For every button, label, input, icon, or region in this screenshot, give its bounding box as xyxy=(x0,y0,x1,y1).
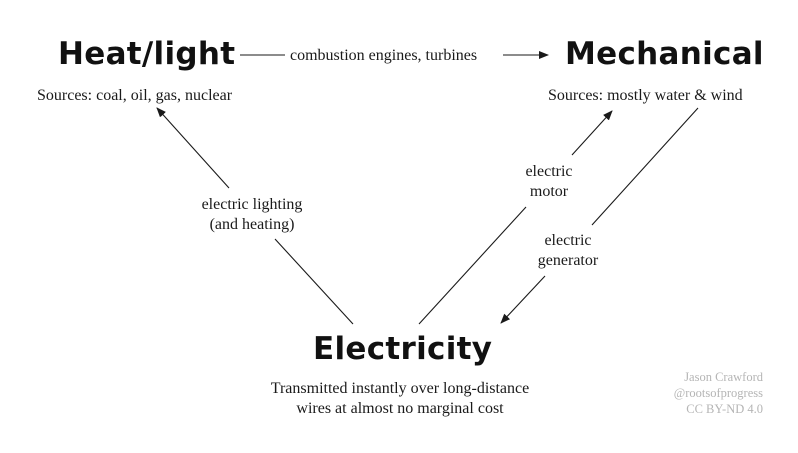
edge-label-motor-line2: motor xyxy=(529,183,569,200)
node-electricity-subtitle: Transmitted instantly over long-distance… xyxy=(220,379,580,419)
edge-label-motor: electric motor xyxy=(509,162,589,202)
edge-label-generator-line2: generator xyxy=(537,252,599,269)
arrow-lighting-lower-segment xyxy=(274,238,354,325)
credit-block: Jason Crawford @rootsofprogress CC BY-ND… xyxy=(674,369,763,417)
node-mechanical-title: Mechanical xyxy=(565,36,764,72)
edge-label-lighting-line2: (and heating) xyxy=(209,216,295,233)
edge-label-lighting-line1: electric lighting xyxy=(201,196,303,213)
credit-author: Jason Crawford xyxy=(684,370,763,384)
node-heat-light-title: Heat/light xyxy=(58,36,236,72)
node-mechanical-subtitle: Sources: mostly water & wind xyxy=(548,87,743,104)
edge-label-motor-line1: electric xyxy=(525,163,573,180)
edge-label-lighting: electric lighting (and heating) xyxy=(182,195,322,235)
node-electricity-title: Electricity xyxy=(313,331,493,367)
edge-label-generator-line1: electric xyxy=(544,232,592,249)
node-electricity-subtitle-line2: wires at almost no marginal cost xyxy=(296,400,504,417)
arrow-lighting-upper-segment xyxy=(156,107,230,189)
arrow-generator-lower-segment xyxy=(500,275,546,324)
node-heat-light-subtitle: Sources: coal, oil, gas, nuclear xyxy=(37,87,233,104)
arrow-motor-lower-segment xyxy=(418,206,527,325)
arrow-motor-upper-segment xyxy=(571,110,613,156)
edge-label-combustion: combustion engines, turbines xyxy=(290,47,478,64)
node-electricity-subtitle-line1: Transmitted instantly over long-distance xyxy=(270,380,530,397)
credit-handle: @rootsofprogress xyxy=(673,386,763,400)
arrow-generator-upper-segment xyxy=(591,107,699,226)
edge-label-generator: electric generator xyxy=(528,231,608,271)
credit-license: CC BY-ND 4.0 xyxy=(686,402,763,416)
